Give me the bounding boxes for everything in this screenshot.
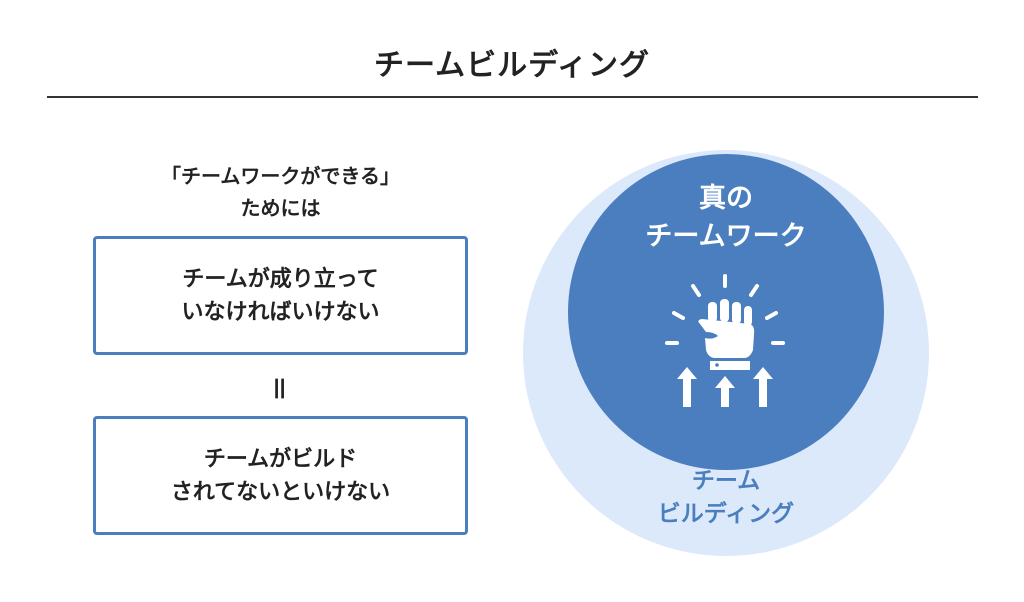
condition-box-2: チームがビルド されてないといけない [93,416,468,535]
title-divider [47,96,978,98]
lead-text: 「チームワークができる」 ためには [93,160,468,224]
equals-sign: ＝ [262,375,293,402]
box2-line-1: チームがビルド [203,446,358,472]
teamwork-label: 真の チームワーク [568,180,884,256]
team-building-line-2: ビルディング [657,501,795,527]
box1-line-1: チームが成り立って [182,266,379,292]
condition-box-1: チームが成り立って いなければいけない [93,236,468,355]
box1-line-2: いなければいけない [181,299,380,325]
lead-line-1: 「チームワークができる」 [161,164,400,188]
lead-line-2: ためには [240,196,321,220]
box2-line-2: されてないといけない [170,479,391,505]
teamwork-line-2: チームワーク [645,221,807,252]
page-title: チームビルディング [374,48,650,83]
teamwork-line-1: 真の [699,183,753,214]
raised-fist-icon [665,274,785,407]
team-building-line-1: チーム [691,468,761,494]
team-building-label: チーム ビルディング [568,465,884,531]
